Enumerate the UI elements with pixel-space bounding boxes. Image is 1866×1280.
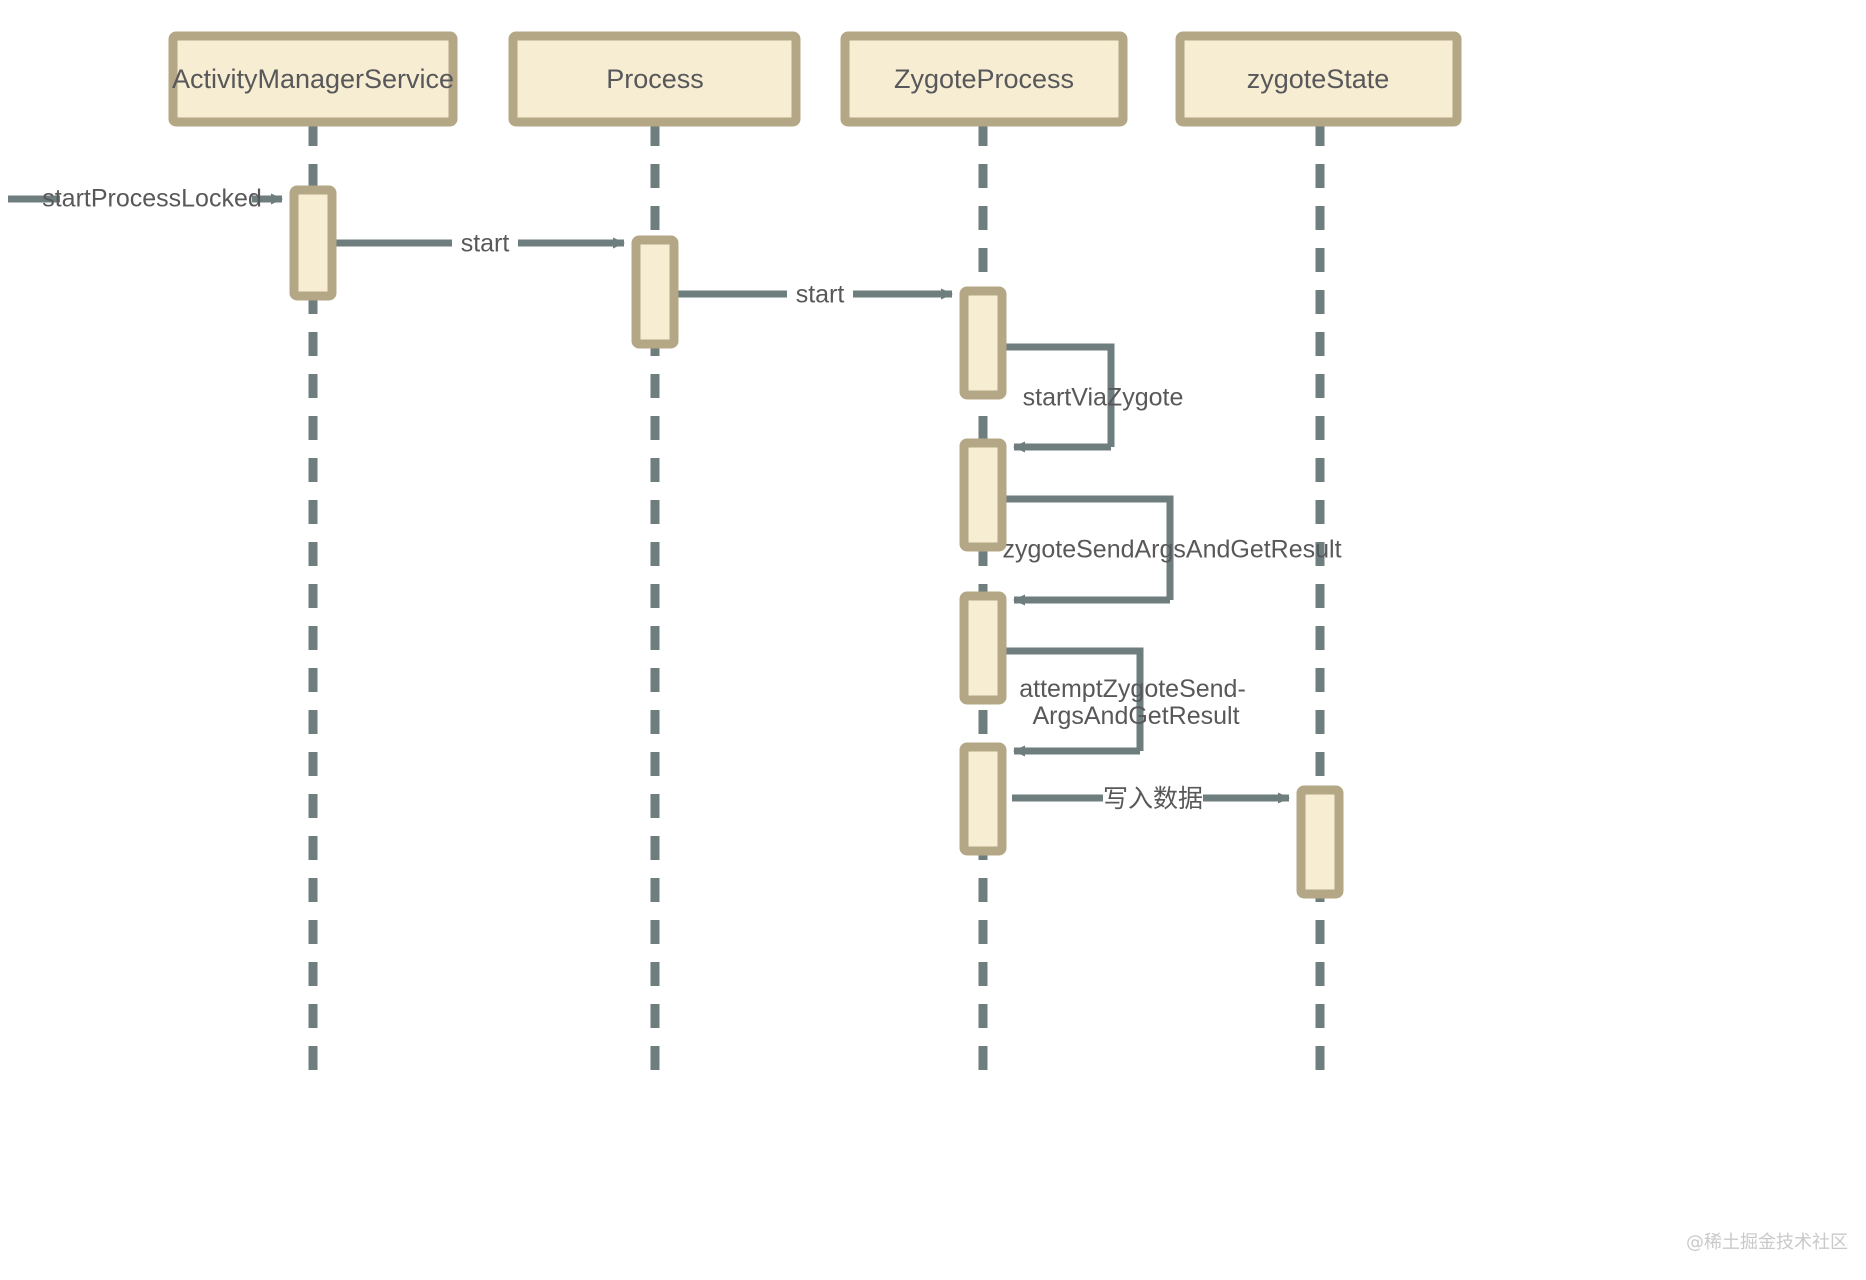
participant-zygote-process[interactable]: ZygoteProcess: [840, 31, 1128, 127]
message-write-data[interactable]: 写入数据: [1012, 784, 1290, 813]
message-self-path: [1002, 647, 1144, 751]
label-line-1: attemptZygoteSend-: [1019, 675, 1246, 703]
participant-box: [508, 31, 801, 127]
participants-group: ActivityManagerService Process ZygotePro…: [168, 31, 1462, 127]
message-label-start-2: start: [796, 281, 845, 309]
activation-bar-process-1[interactable]: [631, 235, 679, 349]
message-label-attempt-zygote-send-args: attemptZygoteSend- ArgsAndGetResult: [1019, 675, 1252, 730]
message-label-start-1: start: [461, 230, 510, 258]
message-start-via-zygote[interactable]: startViaZygote: [1002, 343, 1184, 453]
message-start-process-to-zygoteprocess[interactable]: start: [674, 281, 953, 309]
participant-label: Process: [606, 64, 704, 94]
watermark-text: @稀土掘金技术社区: [1686, 1232, 1848, 1253]
label-line-2: ArgsAndGetResult: [1032, 702, 1239, 730]
participant-box: [840, 31, 1128, 127]
participant-zygote-state[interactable]: zygoteState: [1175, 31, 1462, 127]
message-label-start-via-zygote: startViaZygote: [1023, 384, 1184, 412]
message-start-ams-to-process[interactable]: start: [332, 230, 625, 258]
participant-label: ActivityManagerService: [172, 64, 454, 94]
message-label-write-data: 写入数据: [1103, 784, 1203, 813]
activation-bar-zygoteprocess-4[interactable]: [959, 742, 1007, 856]
participant-label: zygoteState: [1247, 64, 1390, 94]
message-label-zygote-send-args: zygoteSendArgsAndGetResult: [1002, 536, 1341, 564]
participant-box: [168, 31, 458, 127]
message-start-process-locked[interactable]: startProcessLocked: [8, 185, 283, 213]
participant-box: [1175, 31, 1462, 127]
message-attempt-zygote-send-args-and-get-result[interactable]: attemptZygoteSend- ArgsAndGetResult: [1002, 647, 1253, 757]
activation-bar-zygoteprocess-1[interactable]: [959, 286, 1007, 400]
activation-bar-zygoteprocess-2[interactable]: [959, 438, 1007, 552]
activations-group: [289, 185, 1344, 899]
message-zygote-send-args-and-get-result[interactable]: zygoteSendArgsAndGetResult: [1002, 495, 1342, 606]
activation-bar-zygoteprocess-3[interactable]: [959, 591, 1007, 705]
activation-bar-zygotestate-1[interactable]: [1296, 785, 1344, 899]
participant-label: ZygoteProcess: [894, 64, 1074, 94]
message-self-path: [1002, 495, 1174, 600]
participant-activity-manager-service[interactable]: ActivityManagerService: [168, 31, 458, 127]
message-label-start-process-locked: startProcessLocked: [42, 185, 262, 213]
participant-process[interactable]: Process: [508, 31, 801, 127]
activation-bar-ams-1[interactable]: [289, 185, 337, 301]
messages-group: startProcessLocked start start startViaZ…: [8, 185, 1342, 813]
message-self-path: [1002, 343, 1115, 447]
